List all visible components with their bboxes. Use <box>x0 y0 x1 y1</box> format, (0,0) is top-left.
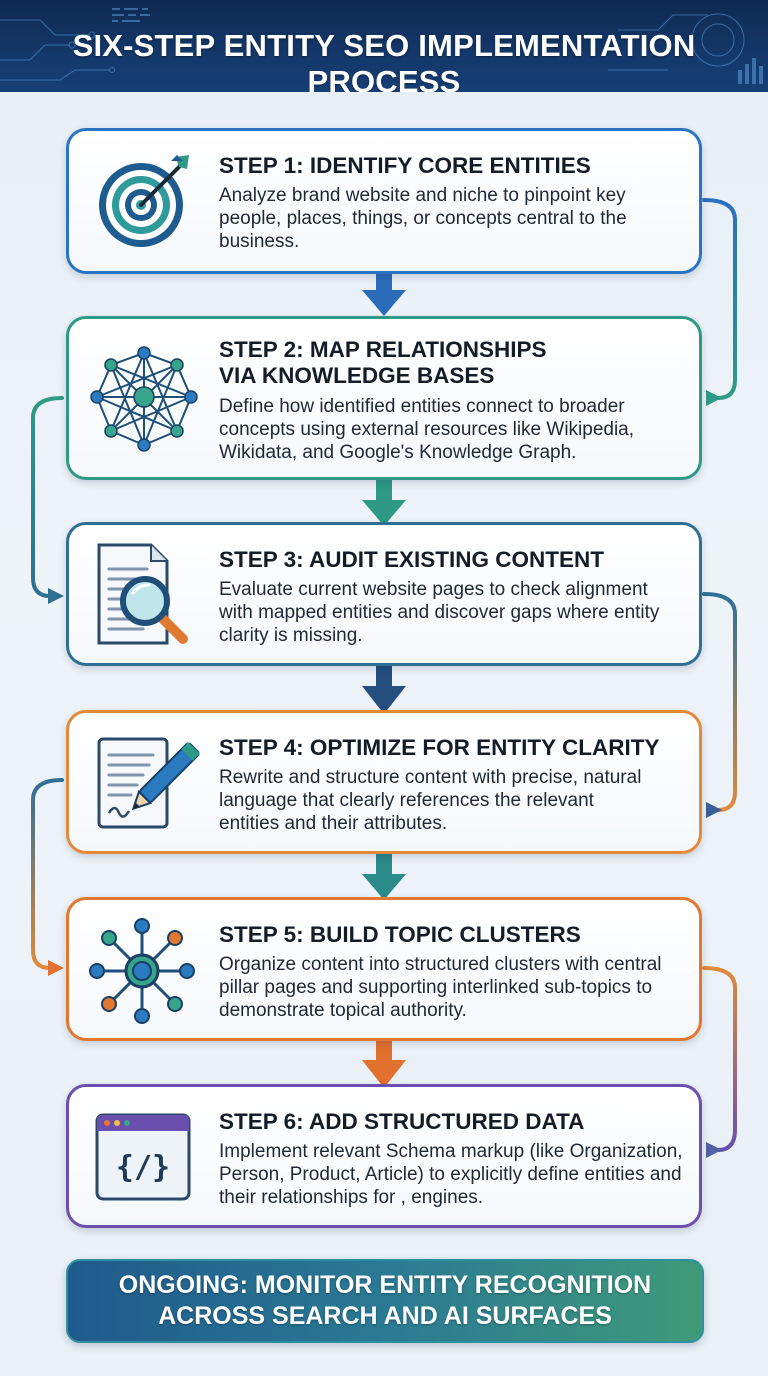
step-1-title: STEP 1: IDENTIFY CORE ENTITIES <box>219 153 591 178</box>
tech-decoration-right-icon <box>608 13 763 84</box>
tech-decoration-left-icon <box>0 8 150 81</box>
document-pen-icon <box>97 737 200 829</box>
step-6-card: {/} STEP 6: ADD STRUCTURED DATA Implemen… <box>66 1084 702 1228</box>
step-4-title: STEP 4: OPTIMIZE FOR ENTITY CLARITY <box>219 735 660 760</box>
step-5-title: STEP 5: BUILD TOPIC CLUSTERS <box>219 922 581 947</box>
svg-text:{/}: {/} <box>116 1150 170 1185</box>
step-4-description: Rewrite and structure content with preci… <box>219 767 642 834</box>
down-arrow-2-icon <box>362 480 406 526</box>
step-6-description: Implement relevant Schema markup (like O… <box>219 1141 683 1208</box>
page-title: SIX-STEP ENTITY SEO IMPLEMENTATION PROCE… <box>72 28 696 92</box>
step-1-description: Analyze brand website and niche to pinpo… <box>219 185 627 252</box>
code-window-icon: {/} <box>95 1113 191 1201</box>
step-3-card: STEP 3: AUDIT EXISTING CONTENT Evaluate … <box>66 522 702 666</box>
target-icon <box>99 155 189 247</box>
down-arrow-4-icon <box>362 852 406 900</box>
step-1-card: STEP 1: IDENTIFY CORE ENTITIES Analyze b… <box>66 128 702 274</box>
step-5-card: STEP 5: BUILD TOPIC CLUSTERS Organize co… <box>66 897 702 1041</box>
step-2-title: STEP 2: MAP RELATIONSHIPS VIA KNOWLEDGE … <box>219 337 547 388</box>
hub-icon <box>89 918 195 1024</box>
network-icon <box>90 346 198 452</box>
ongoing-line-1: ONGOING: MONITOR ENTITY RECOGNITION <box>118 1271 652 1299</box>
document-magnifier-icon <box>97 543 188 645</box>
step-3-title: STEP 3: AUDIT EXISTING CONTENT <box>219 547 605 572</box>
step-6-title: STEP 6: ADD STRUCTURED DATA <box>219 1109 585 1134</box>
ongoing-line-2: ACROSS SEARCH AND AI SURFACES <box>158 1302 612 1330</box>
step-2-description: Define how identified entities connect t… <box>219 396 635 463</box>
step-5-description: Organize content into structured cluster… <box>219 954 662 1021</box>
step-3-description: Evaluate current website pages to check … <box>219 579 660 646</box>
ongoing-text: ONGOING: MONITOR ENTITY RECOGNITION ACRO… <box>68 1270 702 1332</box>
step-4-card: STEP 4: OPTIMIZE FOR ENTITY CLARITY Rewr… <box>66 710 702 854</box>
ongoing-banner: ONGOING: MONITOR ENTITY RECOGNITION ACRO… <box>66 1259 704 1343</box>
down-arrow-5-icon <box>362 1040 406 1088</box>
header-banner: SIX-STEP ENTITY SEO IMPLEMENTATION PROCE… <box>0 0 768 92</box>
down-arrow-3-icon <box>362 664 406 714</box>
step-2-card: STEP 2: MAP RELATIONSHIPS VIA KNOWLEDGE … <box>66 316 702 480</box>
down-arrow-1-icon <box>362 272 406 316</box>
